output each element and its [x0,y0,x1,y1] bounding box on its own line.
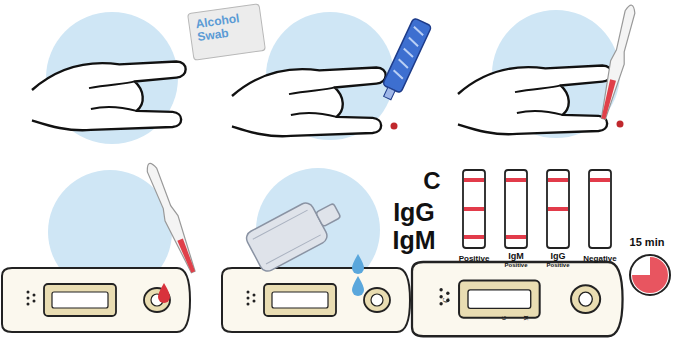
line-letter: IgM [392,228,435,253]
result-label: Positive [459,255,490,263]
result-label: IgG [551,252,566,261]
result-label: IgM [508,252,524,261]
swab-packet: Alcohol Swab [187,3,266,61]
line-letter: C [423,169,440,193]
result-label: Negative [583,255,616,263]
cassette-mark: M [523,315,529,320]
result-label: Positive [546,262,569,268]
cassette-mark: C [443,297,451,302]
cassette-mark: G [501,316,507,320]
result-label: Positive [504,262,527,268]
packet-label: Alcohol Swab [195,11,252,45]
line-letter: IgG [393,200,435,225]
timer-label: 15 min [630,237,665,248]
